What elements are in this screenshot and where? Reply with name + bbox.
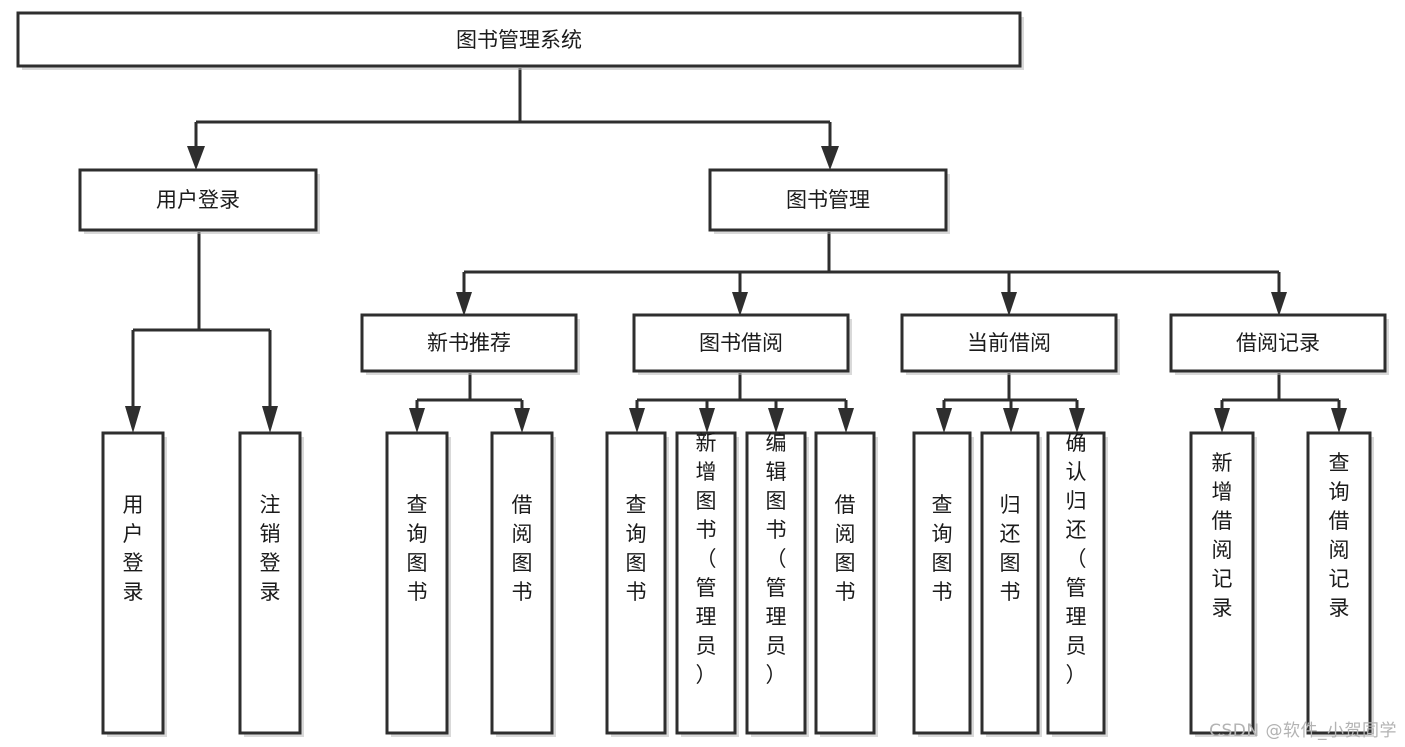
root-box bbox=[16, 11, 1022, 68]
borrow-record-box bbox=[1169, 313, 1387, 373]
connector-layer bbox=[125, 68, 1347, 433]
leaf-edit-book-label: 编辑图书（管理员） bbox=[766, 431, 787, 687]
leaf-user-login-label: 用户登录 bbox=[123, 493, 144, 604]
leaf-add-book-box bbox=[675, 431, 737, 735]
leaf-borrow-book-1-box bbox=[490, 431, 554, 735]
node-leaf-user-login[interactable]: 用户登录 bbox=[101, 431, 167, 737]
arrow-leaf-borrow-book-2 bbox=[838, 408, 854, 433]
leaf-logout-box bbox=[238, 431, 302, 735]
arrow-to-user-login bbox=[187, 146, 205, 170]
node-leaf-borrow-book-2[interactable]: 借阅图书 bbox=[814, 431, 878, 737]
csdn-watermark: CSDN @软件_小贺同学 bbox=[1209, 721, 1397, 741]
node-book-borrow[interactable]: 图书借阅 bbox=[632, 313, 852, 375]
leaf-borrow-book-1-label: 借阅图书 bbox=[512, 493, 533, 604]
arrow-to-new-book-recommend bbox=[456, 292, 472, 316]
node-new-book-recommend[interactable]: 新书推荐 bbox=[360, 313, 580, 375]
user-login-box bbox=[78, 168, 318, 232]
leaf-logout-label: 注销登录 bbox=[260, 493, 281, 604]
new-book-recommend-box bbox=[360, 313, 578, 373]
leaf-confirm-return-box bbox=[1046, 431, 1106, 735]
arrow-leaf-query-book-2 bbox=[629, 408, 645, 433]
user-login-label: 用户登录 bbox=[156, 188, 240, 212]
leaf-query-book-2-box bbox=[605, 431, 667, 735]
arrow-leaf-borrow-book-1 bbox=[514, 408, 530, 433]
book-borrow-label: 图书借阅 bbox=[699, 331, 783, 355]
node-borrow-record[interactable]: 借阅记录 bbox=[1169, 313, 1389, 375]
node-leaf-confirm-return[interactable]: 确认归还（管理员） bbox=[1046, 431, 1108, 737]
leaf-edit-book-box bbox=[745, 431, 807, 735]
current-borrow-label: 当前借阅 bbox=[967, 331, 1051, 355]
leaf-borrow-book-2-box bbox=[814, 431, 876, 735]
leaf-borrow-book-2-label: 借阅图书 bbox=[835, 493, 856, 604]
node-leaf-logout[interactable]: 注销登录 bbox=[238, 431, 304, 737]
node-book-management[interactable]: 图书管理 bbox=[708, 168, 950, 234]
node-user-login[interactable]: 用户登录 bbox=[78, 168, 320, 234]
book-management-label: 图书管理 bbox=[786, 188, 870, 212]
node-leaf-add-book[interactable]: 新增图书（管理员） bbox=[675, 431, 739, 737]
leaf-query-record-label: 查询借阅记录 bbox=[1329, 451, 1350, 620]
arrow-leaf-user-login bbox=[125, 406, 141, 433]
node-leaf-query-book-3[interactable]: 查询图书 bbox=[912, 431, 974, 737]
arrow-leaf-logout bbox=[262, 406, 278, 433]
node-leaf-query-book-2[interactable]: 查询图书 bbox=[605, 431, 669, 737]
node-current-borrow[interactable]: 当前借阅 bbox=[900, 313, 1120, 375]
node-leaf-add-record[interactable]: 新增借阅记录 bbox=[1189, 431, 1257, 737]
arrow-leaf-edit-book bbox=[768, 408, 784, 433]
arrow-leaf-query-book-3 bbox=[936, 408, 952, 433]
new-book-recommend-label: 新书推荐 bbox=[427, 331, 511, 355]
arrow-leaf-query-book-1 bbox=[409, 408, 425, 433]
arrow-to-borrow-record bbox=[1271, 292, 1287, 316]
leaf-query-book-3-label: 查询图书 bbox=[932, 493, 953, 604]
node-leaf-query-record[interactable]: 查询借阅记录 bbox=[1306, 431, 1374, 737]
node-leaf-borrow-book-1[interactable]: 借阅图书 bbox=[490, 431, 556, 737]
node-leaf-edit-book[interactable]: 编辑图书（管理员） bbox=[745, 431, 809, 737]
book-borrow-box bbox=[632, 313, 850, 373]
arrow-leaf-add-book bbox=[699, 408, 715, 433]
current-borrow-box bbox=[900, 313, 1118, 373]
arrow-to-book-borrow bbox=[732, 292, 748, 316]
root-label: 图书管理系统 bbox=[456, 28, 582, 52]
book-management-box bbox=[708, 168, 948, 232]
arrow-leaf-query-record bbox=[1331, 408, 1347, 433]
leaf-return-book-box bbox=[980, 431, 1040, 735]
leaf-add-record-label: 新增借阅记录 bbox=[1212, 451, 1233, 620]
leaf-query-book-3-box bbox=[912, 431, 972, 735]
leaf-add-book-label: 新增图书（管理员） bbox=[696, 431, 717, 687]
arrow-to-book-management bbox=[821, 146, 839, 170]
leaf-query-book-1-box bbox=[385, 431, 449, 735]
leaf-query-record-box bbox=[1306, 431, 1372, 735]
leaf-confirm-return-label: 确认归还（管理员） bbox=[1066, 431, 1087, 687]
leaf-return-book-label: 归还图书 bbox=[1000, 493, 1021, 604]
node-leaf-return-book[interactable]: 归还图书 bbox=[980, 431, 1042, 737]
leaf-query-book-2-label: 查询图书 bbox=[626, 493, 647, 604]
arrow-to-current-borrow bbox=[1001, 292, 1017, 316]
leaf-query-book-1-label: 查询图书 bbox=[407, 493, 428, 604]
arrow-leaf-return-book bbox=[1003, 408, 1019, 433]
borrow-record-label: 借阅记录 bbox=[1236, 331, 1320, 355]
node-leaf-query-book-1[interactable]: 查询图书 bbox=[385, 431, 451, 737]
node-root-system[interactable]: 图书管理系统 bbox=[16, 11, 1024, 70]
arrow-leaf-confirm-return bbox=[1069, 408, 1085, 433]
arrow-leaf-add-record bbox=[1214, 408, 1230, 433]
leaf-user-login-box bbox=[101, 431, 165, 735]
leaf-add-record-box bbox=[1189, 431, 1255, 735]
